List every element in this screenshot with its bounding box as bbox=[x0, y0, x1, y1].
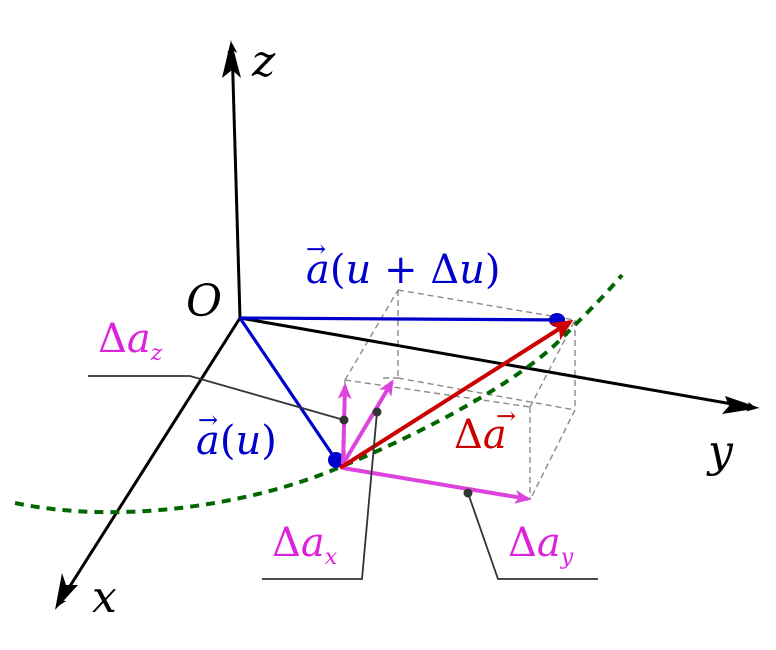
vec-arrow-glyph: → bbox=[496, 402, 516, 430]
delta-symbol: Δ bbox=[508, 520, 537, 566]
leader-lines bbox=[88, 375, 598, 580]
label-a-u: → a(u) bbox=[196, 406, 277, 464]
leader-delta-a-y bbox=[467, 492, 598, 580]
coordinate-axes bbox=[56, 43, 757, 607]
paren-close: ) bbox=[485, 247, 501, 293]
x-axis-arrowhead bbox=[55, 573, 78, 610]
box-edge bbox=[344, 379, 531, 408]
label-delta-a-z: Δaz bbox=[98, 316, 163, 366]
subscript: x bbox=[325, 545, 338, 570]
var-u: u bbox=[235, 418, 261, 464]
vec-symbol: a bbox=[306, 247, 330, 293]
delta-symbol: Δ bbox=[98, 316, 127, 362]
label-delta-a-x: Δax bbox=[272, 520, 338, 570]
leader-dot-x bbox=[372, 407, 382, 417]
z-axis bbox=[227, 43, 242, 319]
vec-symbol: a bbox=[483, 412, 507, 458]
box-edge bbox=[397, 289, 576, 321]
leader-anchor-dots bbox=[339, 407, 473, 498]
axis-label-y: y bbox=[706, 426, 734, 477]
axis-arrowheads bbox=[55, 40, 760, 610]
vec-arrow-glyph: → bbox=[306, 235, 326, 263]
component-symbol: a bbox=[301, 520, 325, 566]
label-a-u-text: a(u) bbox=[196, 418, 277, 464]
component-z-vector bbox=[337, 383, 352, 465]
leader-delta-a-z bbox=[88, 375, 345, 421]
component-y-vector bbox=[342, 466, 531, 504]
label-a-u-plus-delta-u-text: a(u + Δu) bbox=[306, 247, 500, 293]
leader-dot-y bbox=[463, 488, 473, 498]
delta-symbol: Δ bbox=[430, 247, 459, 293]
x-axis bbox=[56, 317, 242, 607]
paren-open: ( bbox=[330, 247, 346, 293]
var-u: u bbox=[459, 247, 485, 293]
curve-path bbox=[14, 273, 624, 515]
paren-open: ( bbox=[220, 418, 236, 464]
component-symbol: a bbox=[127, 316, 151, 362]
component-vectors bbox=[337, 379, 531, 504]
leader-delta-a-x bbox=[262, 411, 378, 580]
y-axis-arrowhead bbox=[722, 396, 760, 414]
y-axis bbox=[239, 316, 757, 412]
label-a-u-plus-delta-u: → a(u + Δu) bbox=[306, 235, 500, 293]
axis-label-x: x bbox=[92, 572, 117, 623]
vector-delta-a bbox=[338, 319, 574, 470]
point-a-u bbox=[328, 452, 344, 468]
label-delta-a: → Δa bbox=[454, 402, 516, 458]
delta-symbol: Δ bbox=[454, 412, 483, 458]
component-symbol: a bbox=[537, 520, 561, 566]
axis-label-z: z bbox=[251, 36, 276, 87]
component-x-vector bbox=[341, 379, 394, 466]
box-edge bbox=[344, 289, 399, 381]
box-edge bbox=[529, 409, 576, 501]
vector-a-u bbox=[238, 317, 336, 458]
subscript: y bbox=[560, 545, 574, 570]
origin-label: O bbox=[186, 276, 222, 327]
box-edge bbox=[397, 377, 576, 411]
leader-dot-z bbox=[339, 415, 349, 425]
z-axis-arrowhead bbox=[222, 40, 241, 78]
vec-symbol: a bbox=[196, 418, 220, 464]
vector-a-u-plus-delta bbox=[239, 316, 566, 322]
paren-close: ) bbox=[261, 418, 277, 464]
delta-symbol: Δ bbox=[272, 520, 301, 566]
subscript: z bbox=[150, 341, 163, 366]
plus-sign: + bbox=[371, 247, 430, 293]
component-box bbox=[344, 289, 576, 501]
vec-arrow-glyph: → bbox=[198, 406, 218, 434]
var-u: u bbox=[345, 247, 371, 293]
label-delta-a-text: Δa bbox=[454, 412, 507, 458]
label-delta-a-y: Δay bbox=[508, 520, 574, 570]
